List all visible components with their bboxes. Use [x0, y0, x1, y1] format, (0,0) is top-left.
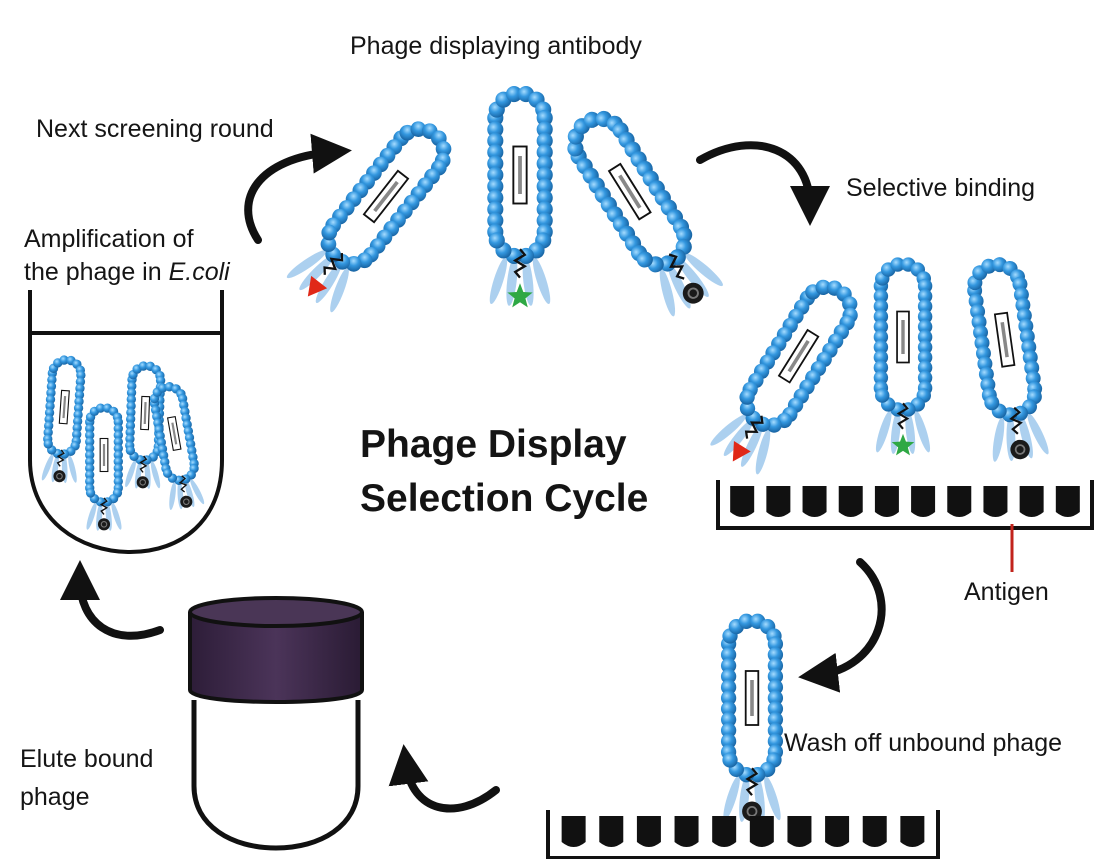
- diagram-title: Phage Display Selection Cycle: [360, 423, 649, 520]
- next-screening-round-label: Next screening round: [36, 115, 274, 143]
- selective-binding-label: Selective binding: [846, 174, 1036, 202]
- ring-antibody-icon: [180, 495, 193, 508]
- phage-displaying-antibody-label: Phage displaying antibody: [350, 32, 642, 60]
- triangle-antibody-icon: [307, 275, 328, 297]
- cycle-arrows: [60, 133, 886, 813]
- ring-antibody-icon: [682, 282, 704, 304]
- elution-tube-icon: [188, 596, 364, 851]
- cycle-arrow-icon: [388, 744, 500, 813]
- elute-bound-phage-label: Elute bound phage: [20, 745, 154, 811]
- phage-icon: [710, 279, 858, 475]
- star-antibody-icon: [507, 283, 533, 308]
- wash-off-label: Wash off unbound phage: [784, 729, 1063, 757]
- ring-antibody-icon: [136, 476, 149, 489]
- star-antibody-icon: [891, 433, 915, 456]
- phage-icon: [873, 257, 933, 456]
- cycle-arrow-icon: [696, 141, 830, 226]
- phage-icon: [286, 121, 452, 313]
- phage-icon: [720, 613, 784, 822]
- amplification-tube-icon: [28, 290, 224, 555]
- phage-icon: [149, 382, 205, 510]
- phage-icon: [41, 355, 86, 484]
- antigen-plate-icon: [546, 810, 940, 859]
- triangle-antibody-icon: [732, 441, 751, 462]
- ring-antibody-icon: [1010, 439, 1030, 460]
- phage-icon: [85, 403, 123, 531]
- cycle-arrow-icon: [244, 133, 352, 244]
- antigen-label: Antigen: [964, 578, 1049, 606]
- antigen-plate-icon: [716, 480, 1094, 530]
- amplification-label: Amplification of the phage in E.coli: [24, 225, 230, 286]
- cycle-arrow-icon: [798, 558, 886, 693]
- ring-antibody-icon: [53, 470, 66, 483]
- phage-icon: [487, 85, 553, 308]
- ring-antibody-icon: [97, 518, 111, 531]
- cycle-arrow-icon: [60, 560, 164, 640]
- phage-icon: [567, 110, 723, 317]
- phage-icon: [967, 257, 1049, 462]
